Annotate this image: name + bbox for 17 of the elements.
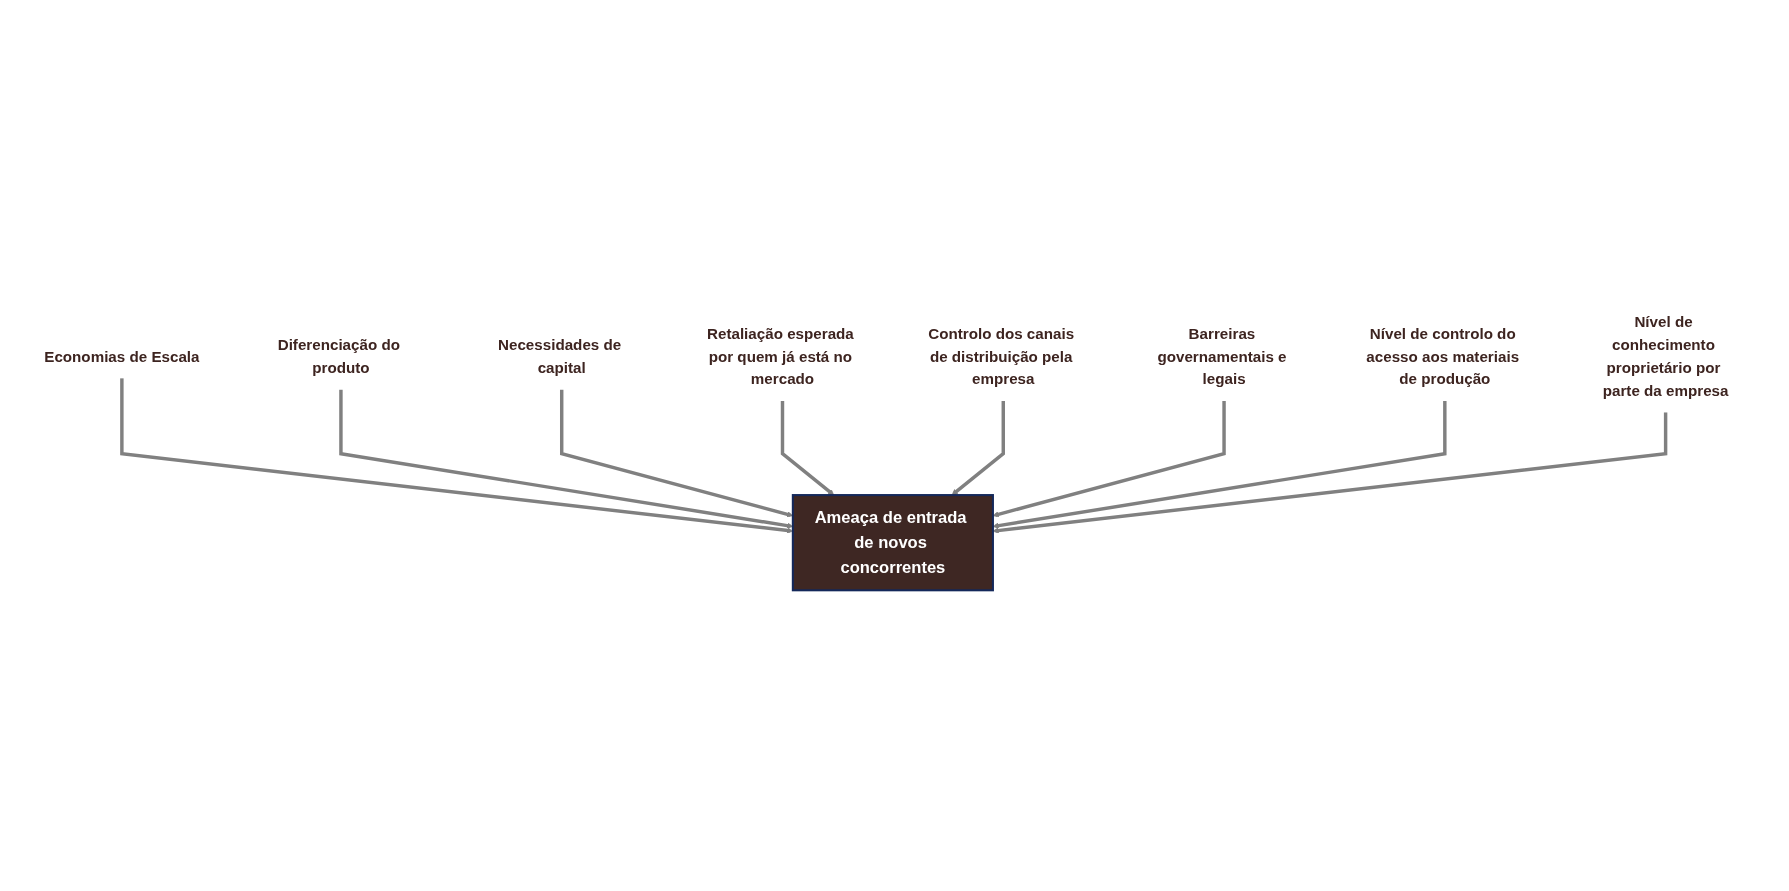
node-text: Controlo dos canais de distribuição pela empresa [928, 325, 1075, 388]
arrow [992, 401, 1226, 518]
node-text: Diferenciação do produto [277, 336, 400, 377]
arrow [951, 401, 1005, 496]
arrow [339, 389, 793, 529]
arrow [780, 401, 834, 496]
node-text: Retaliação esperada por quem já está no mercado [706, 325, 854, 388]
node-text: Nível de conhecimento proprietário por parte da empresa [1602, 313, 1729, 400]
node-box: Ameaça de entrada de novos concorrentes [791, 494, 994, 592]
arrow [992, 412, 1668, 534]
arrow [120, 378, 793, 534]
arrow [992, 401, 1447, 529]
node-text: Nível de controlo do acesso aos materiais de produção [1366, 325, 1519, 388]
node-text: Economias de Escala [44, 347, 200, 366]
node-text: Barreiras governamentais e legais [1157, 325, 1287, 388]
node-text: Necessidades de capital [497, 336, 622, 377]
arrow [559, 389, 793, 518]
